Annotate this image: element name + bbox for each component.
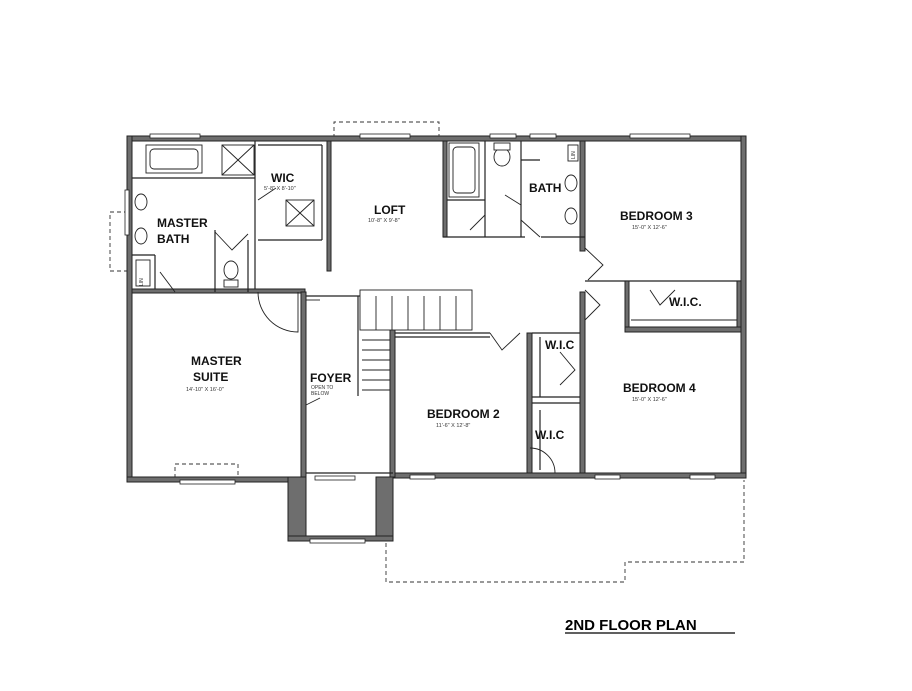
bedroom-4-label: BEDROOM 4 xyxy=(623,381,696,395)
bath-sink-2 xyxy=(564,207,578,225)
linen-bath-label: LIN xyxy=(571,151,577,159)
master-suite-bay-outline xyxy=(174,463,239,478)
bedroom-3-dims: 15'-0" X 12'-6" xyxy=(632,225,667,231)
foyer-label: FOYER xyxy=(310,371,352,385)
staircase xyxy=(359,289,473,391)
bedroom-3-label: BEDROOM 3 xyxy=(620,209,693,223)
bedroom-2-dims: 11'-6" X 12'-8" xyxy=(436,423,470,429)
master-sink-2 xyxy=(134,227,148,245)
bath-toilet xyxy=(493,147,511,167)
windows xyxy=(124,133,716,544)
dashed-outlines xyxy=(109,121,745,583)
master-suite-label-1: MASTER xyxy=(191,354,242,368)
master-bath-label-1: MASTER xyxy=(157,216,208,230)
fixtures xyxy=(134,142,579,288)
wic-bedroom-3-label: W.I.C. xyxy=(669,295,702,309)
bedroom-2-label: BEDROOM 2 xyxy=(427,407,500,421)
porch-below-outline xyxy=(385,480,745,583)
loft-bay-outline xyxy=(333,121,440,138)
master-sink-1 xyxy=(134,193,148,211)
bath-label: BATH xyxy=(529,181,561,195)
wic-master-dims: 5'-8" X 8'-10" xyxy=(264,186,296,192)
linen-master-label: LIN xyxy=(139,278,145,286)
master-bath-bay-outline xyxy=(109,211,128,272)
plan-title: 2ND FLOOR PLAN xyxy=(565,617,697,634)
master-suite-label-2: SUITE xyxy=(193,370,228,384)
loft-label: LOFT xyxy=(374,203,406,217)
master-suite-dims: 14'-10" X 16'-0" xyxy=(186,387,224,393)
doors xyxy=(159,187,676,474)
wic-bedroom-2-upper-label: W.I.C xyxy=(545,338,575,352)
loft-dims: 10'-8" X 9'-8" xyxy=(368,218,400,224)
room-labels: WIC 5'-8" X 8'-10" MASTER BATH LOFT 10'-… xyxy=(139,151,702,442)
bedroom-4-dims: 15'-0" X 12'-6" xyxy=(632,397,667,403)
wic-bedroom-2-lower-label: W.I.C xyxy=(535,428,565,442)
master-bath-label-2: BATH xyxy=(157,232,189,246)
bath-sink-1 xyxy=(564,174,578,192)
interior-walls xyxy=(131,140,742,478)
wic-master-label: WIC xyxy=(271,171,295,185)
master-toilet xyxy=(223,260,239,280)
foyer-note-2: BELOW xyxy=(311,391,329,397)
foyer-note-1: OPEN TO xyxy=(311,385,333,391)
